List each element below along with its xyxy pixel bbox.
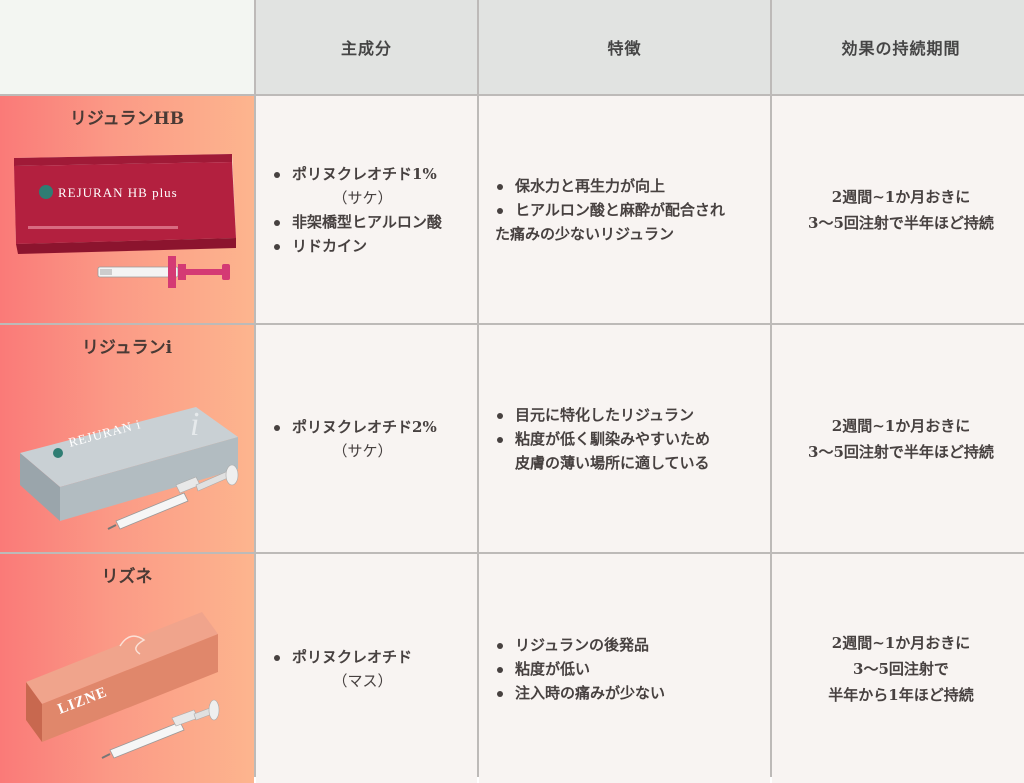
ingredient-origin: （サケ）: [332, 441, 393, 460]
list-item: 粘度が低く馴染みやすいため 皮膚の薄い場所に適している: [495, 427, 766, 475]
features-cell-rejuran-i: 目元に特化したリジュラン 粘度が低く馴染みやすいため 皮膚の薄い場所に適している: [479, 325, 770, 552]
features-list: リジュランの後発品 粘度が低い 注入時の痛みが少ない: [495, 633, 766, 705]
ingredients-list: ポリヌクレオチド2% （サケ）: [272, 415, 473, 463]
ingredients-cell-rejuran-hb: ポリヌクレオチド1% （サケ） 非架橋型ヒアルロン酸 リドカイン: [256, 96, 477, 323]
header-ingredients: 主成分: [256, 0, 477, 94]
feature-text: 粘度が低く馴染みやすいため: [515, 429, 711, 448]
list-item: 目元に特化したリジュラン: [495, 403, 766, 427]
duration-line: 3〜5回注射で半年ほど持続: [808, 442, 994, 461]
duration-line: 2週間~1か月おきに: [831, 187, 971, 206]
rejuran-hb-product-image: REJURAN HB plus: [14, 154, 236, 288]
list-item: リドカイン: [272, 234, 473, 258]
ingredient-text: ポリヌクレオチド1%: [292, 164, 437, 183]
lizne-product-image: LIZNE: [26, 612, 220, 759]
rejuran-i-product-image: REJURAN i i: [20, 406, 239, 530]
ingredients-list: ポリヌクレオチド （マス）: [272, 645, 473, 693]
ingredient-origin: （サケ）: [332, 188, 393, 207]
ingredient-origin: （マス）: [332, 671, 393, 690]
duration-line: 3〜5回注射で: [853, 659, 949, 678]
header-duration: 効果の持続期間: [772, 0, 1024, 94]
duration-cell-rejuran-i: 2週間~1か月おきに 3〜5回注射で半年ほど持続: [772, 325, 1024, 552]
list-item: リジュランの後発品: [495, 633, 766, 657]
features-list: 目元に特化したリジュラン 粘度が低く馴染みやすいため 皮膚の薄い場所に適している: [495, 403, 766, 475]
ingredients-cell-lizne: ポリヌクレオチド （マス）: [256, 554, 477, 783]
ingredient-text: ポリヌクレオチド: [292, 647, 413, 666]
product-name: リズネ: [101, 567, 153, 587]
header-corner: [0, 0, 254, 94]
product-cell-rejuran-i: リジュランi REJURAN i i: [0, 325, 254, 552]
header-features: 特徴: [479, 0, 770, 94]
duration-cell-lizne: 2週間~1か月おきに 3〜5回注射で 半年から1年ほど持続: [772, 554, 1024, 783]
feature-text-cont: 皮膚の薄い場所に適している: [515, 453, 710, 472]
duration-line: 3〜5回注射で半年ほど持続: [808, 213, 994, 232]
ingredient-text: ポリヌクレオチド2%: [292, 417, 437, 436]
product-name: リジュランHB: [69, 109, 185, 129]
ingredients-cell-rejuran-i: ポリヌクレオチド2% （サケ）: [256, 325, 477, 552]
duration-line: 2週間~1か月おきに: [831, 633, 971, 652]
duration-cell-rejuran-hb: 2週間~1か月おきに 3〜5回注射で半年ほど持続: [772, 96, 1024, 323]
feature-text: ヒアルロン酸と麻酔が配合され: [515, 200, 725, 219]
list-item: 保水力と再生力が向上: [495, 174, 766, 198]
list-item: ヒアルロン酸と麻酔が配合され た痛みの少ないリジュラン: [495, 198, 766, 246]
features-cell-rejuran-hb: 保水力と再生力が向上 ヒアルロン酸と麻酔が配合され た痛みの少ないリジュラン: [479, 96, 770, 323]
duration-line: 半年から1年ほど持続: [828, 685, 974, 704]
list-item: 非架橋型ヒアルロン酸: [272, 210, 473, 234]
product-cell-lizne: リズネ LIZNE: [0, 554, 254, 783]
list-item: 注入時の痛みが少ない: [495, 681, 766, 705]
ingredients-list: ポリヌクレオチド1% （サケ） 非架橋型ヒアルロン酸 リドカイン: [272, 162, 473, 258]
product-name: リジュランi: [81, 338, 173, 358]
product-cell-rejuran-hb: リジュランHB REJURAN HB plus: [0, 96, 254, 323]
list-item: ポリヌクレオチド2% （サケ）: [272, 415, 473, 463]
features-cell-lizne: リジュランの後発品 粘度が低い 注入時の痛みが少ない: [479, 554, 770, 783]
svg-text:i: i: [190, 406, 199, 443]
rejuran-hb-box-label: REJURAN HB plus: [58, 185, 178, 200]
list-item: 粘度が低い: [495, 657, 766, 681]
list-item: ポリヌクレオチド （マス）: [272, 645, 473, 693]
features-list: 保水力と再生力が向上 ヒアルロン酸と麻酔が配合され た痛みの少ないリジュラン: [495, 174, 766, 246]
list-item: ポリヌクレオチド1% （サケ）: [272, 162, 473, 210]
duration-line: 2週間~1か月おきに: [831, 416, 971, 435]
feature-text-cont: た痛みの少ないリジュラン: [495, 224, 674, 243]
